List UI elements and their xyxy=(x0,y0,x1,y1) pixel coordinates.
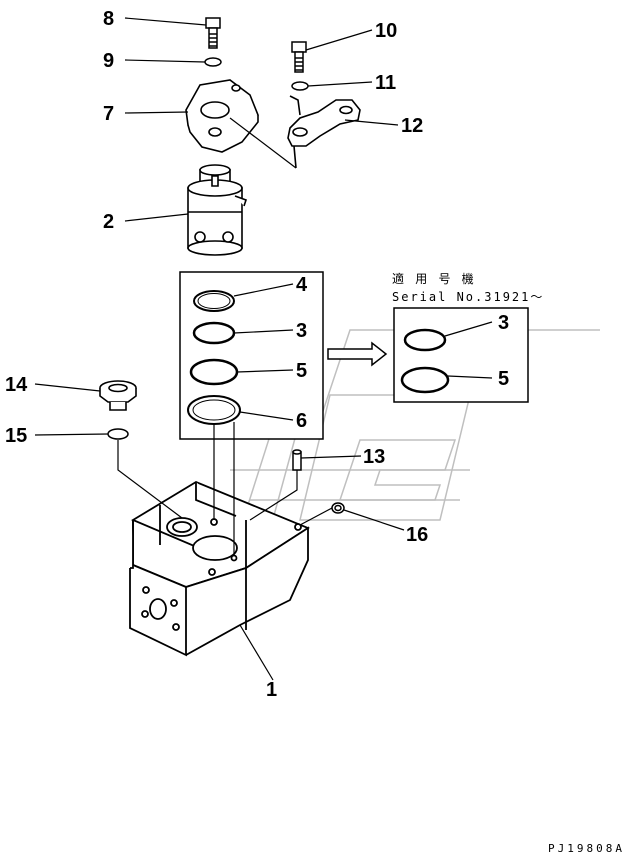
pin-13 xyxy=(292,449,302,471)
callout-1: 1 xyxy=(266,679,277,701)
oring-group-box xyxy=(179,271,324,440)
oring-15 xyxy=(107,428,129,440)
callout-7: 7 xyxy=(103,103,114,125)
callout-8: 8 xyxy=(103,8,114,30)
inset-oring-3 xyxy=(403,328,447,352)
leader-lines xyxy=(34,17,493,681)
bracket-12 xyxy=(287,95,361,169)
ring-6-inner xyxy=(192,399,236,421)
washer-11 xyxy=(291,81,309,91)
ring-4-inner xyxy=(197,293,231,309)
inset-serial: Serial No.31921～ xyxy=(392,290,544,304)
valve-2 xyxy=(187,164,248,256)
callout-2: 2 xyxy=(103,211,114,233)
ring-4 xyxy=(193,290,235,312)
callout-9: 9 xyxy=(103,50,114,72)
inset-jp-title: 適 用 号 機 xyxy=(392,271,476,286)
inset-oring-5 xyxy=(400,366,450,394)
callout-5: 5 xyxy=(296,360,307,382)
inset-box xyxy=(393,307,529,403)
callouts: 8 9 7 2 10 11 12 4 3 5 6 3 5 14 15 13 16… xyxy=(5,8,509,701)
plug-14 xyxy=(99,380,137,411)
callout-3-inset: 3 xyxy=(498,312,509,334)
flange-7 xyxy=(185,79,259,153)
callout-16: 16 xyxy=(406,524,428,546)
washer-9 xyxy=(204,57,222,67)
bolt-8 xyxy=(205,17,221,49)
callout-10: 10 xyxy=(375,20,397,42)
callout-6: 6 xyxy=(296,410,307,432)
callout-3: 3 xyxy=(296,320,307,342)
arrow-to-inset xyxy=(327,341,388,367)
valve-body-1 xyxy=(129,480,310,657)
callout-14: 14 xyxy=(5,374,28,396)
drawing-code: PJ19808A xyxy=(548,842,625,855)
callout-5-inset: 5 xyxy=(498,368,509,390)
bolt-10 xyxy=(291,41,307,73)
callout-4: 4 xyxy=(296,274,308,296)
callout-15: 15 xyxy=(5,425,27,447)
plug-16 xyxy=(331,502,345,514)
callout-11: 11 xyxy=(375,72,396,94)
callout-12: 12 xyxy=(401,115,423,137)
callout-13: 13 xyxy=(363,446,385,468)
